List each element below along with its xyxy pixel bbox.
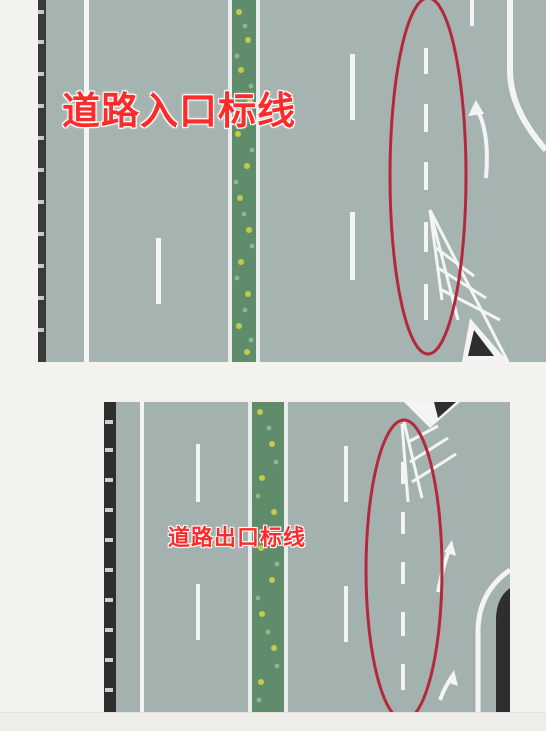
exit-caption: 道路出口标线 [168, 525, 307, 551]
entry-road-illustration [38, 0, 546, 362]
exit-marking-photo: 道路出口标线 [104, 402, 510, 712]
entry-marking-photo: 道路入口标线 [38, 0, 546, 362]
page-bottom-strip [0, 712, 546, 731]
entry-caption: 道路入口标线 [62, 88, 297, 133]
exit-road-illustration [104, 402, 510, 712]
